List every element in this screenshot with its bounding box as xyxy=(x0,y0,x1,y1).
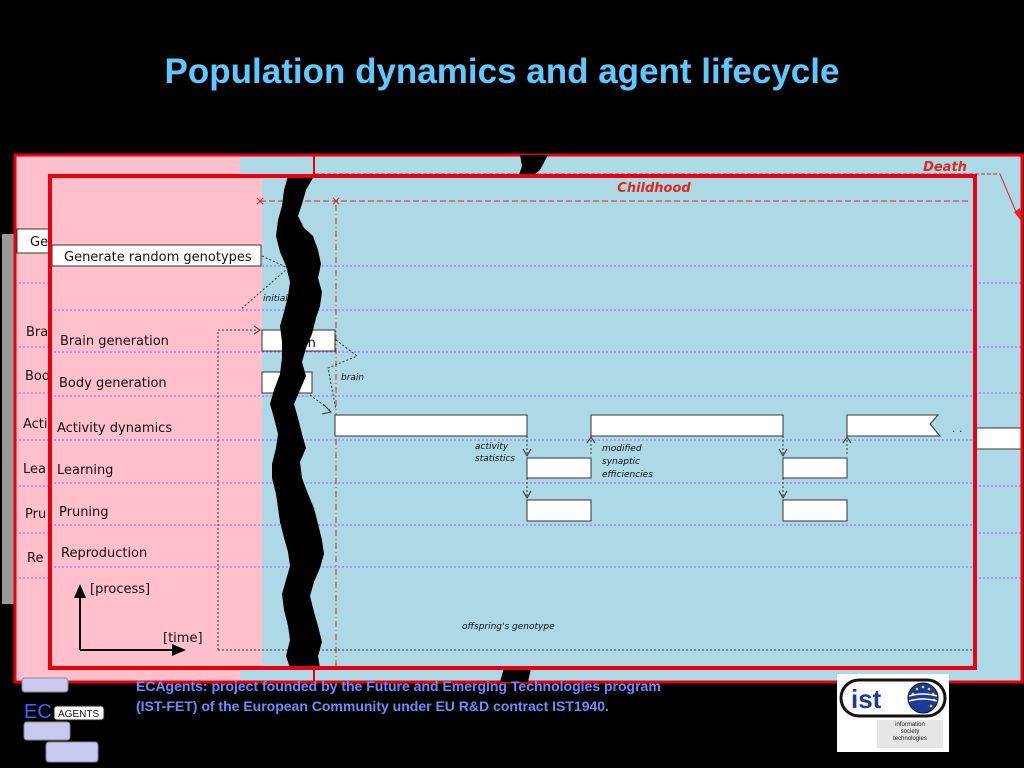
back-scrollbar[interactable] xyxy=(2,234,16,604)
row-label-body: Body generation xyxy=(59,376,167,391)
annotation-ellipsis: . . xyxy=(952,422,963,435)
footer-line-1: ECAgents: project founded by the Future … xyxy=(136,678,661,694)
ist-caption-2: society xyxy=(900,729,920,735)
back-label-activity: Acti xyxy=(23,417,48,432)
death-label: Death xyxy=(923,160,967,175)
activity-box-2 xyxy=(590,414,784,437)
row-label-pruning: Pruning xyxy=(59,505,109,520)
front-frame: × × Childhood Generate random genotypes … xyxy=(48,174,977,670)
back-label-learning: Lea xyxy=(23,462,46,477)
back-label-generate: Ge xyxy=(30,235,48,250)
death-arrowhead xyxy=(1014,208,1022,222)
row-label-reproduction: Reproduction xyxy=(61,546,147,561)
ist-caption: information society technologies xyxy=(877,722,943,743)
ist-logo: ist information society technologies xyxy=(837,674,949,752)
annotation-offspring: offspring's genotype xyxy=(462,622,555,632)
back-label-body: Bod xyxy=(25,369,50,384)
childhood-start-tick: × xyxy=(255,194,265,208)
slide-title: Population dynamics and agent lifecycle xyxy=(164,52,840,91)
learning-box-2 xyxy=(782,457,848,479)
footer-line-2: (IST-FET) of the European Community unde… xyxy=(136,698,609,714)
pruning-box-2 xyxy=(782,499,848,522)
arrowheads xyxy=(253,325,852,500)
ecagents-ec-text: EC xyxy=(24,701,52,723)
ist-caption-3: technologies xyxy=(893,736,927,742)
torn-edge xyxy=(270,176,324,668)
ecagents-logo: EC AGENTS xyxy=(21,677,105,763)
row-label-generate: Generate random genotypes xyxy=(64,250,252,265)
learning-box-1 xyxy=(526,457,592,479)
back-label-pruning: Pru xyxy=(25,507,46,522)
activity-box-3 xyxy=(846,414,942,437)
childhood-mark-tick: × xyxy=(331,194,341,208)
axis-y-label: [process] xyxy=(90,582,150,597)
ist-text: ist xyxy=(851,684,882,714)
annotation-statistics: statistics xyxy=(475,454,515,464)
row-label-brain: Brain generation xyxy=(60,334,169,349)
back-activity-box xyxy=(975,427,1023,450)
ist-logo-graphic: ist xyxy=(839,678,947,748)
axis-x-label: [time] xyxy=(163,631,203,646)
pruning-box-1 xyxy=(526,499,592,522)
row-label-activity: Activity dynamics xyxy=(57,421,172,436)
back-label-reproduction: Re xyxy=(27,551,43,566)
front-frame-border xyxy=(48,174,977,670)
annotation-efficiencies: efficiencies xyxy=(602,470,653,480)
annotation-synaptic: synaptic xyxy=(602,457,640,467)
annotation-brain: brain xyxy=(341,373,364,383)
ist-caption-1: information xyxy=(895,722,925,728)
activity-box-1 xyxy=(334,414,528,437)
childhood-label: Childhood xyxy=(617,181,691,196)
annotation-initial: initial xyxy=(263,294,288,304)
annotation-activity: activity xyxy=(475,442,509,452)
row-label-learning: Learning xyxy=(57,463,113,478)
back-tear-top xyxy=(518,155,548,178)
footer-text: ECAgents: project founded by the Future … xyxy=(136,676,816,716)
axes-glyph: [process] [time] xyxy=(74,582,203,656)
back-label-brain: Bra xyxy=(26,325,48,340)
ecagents-agents-text: AGENTS xyxy=(58,709,99,720)
annotation-modified: modified xyxy=(602,444,642,454)
